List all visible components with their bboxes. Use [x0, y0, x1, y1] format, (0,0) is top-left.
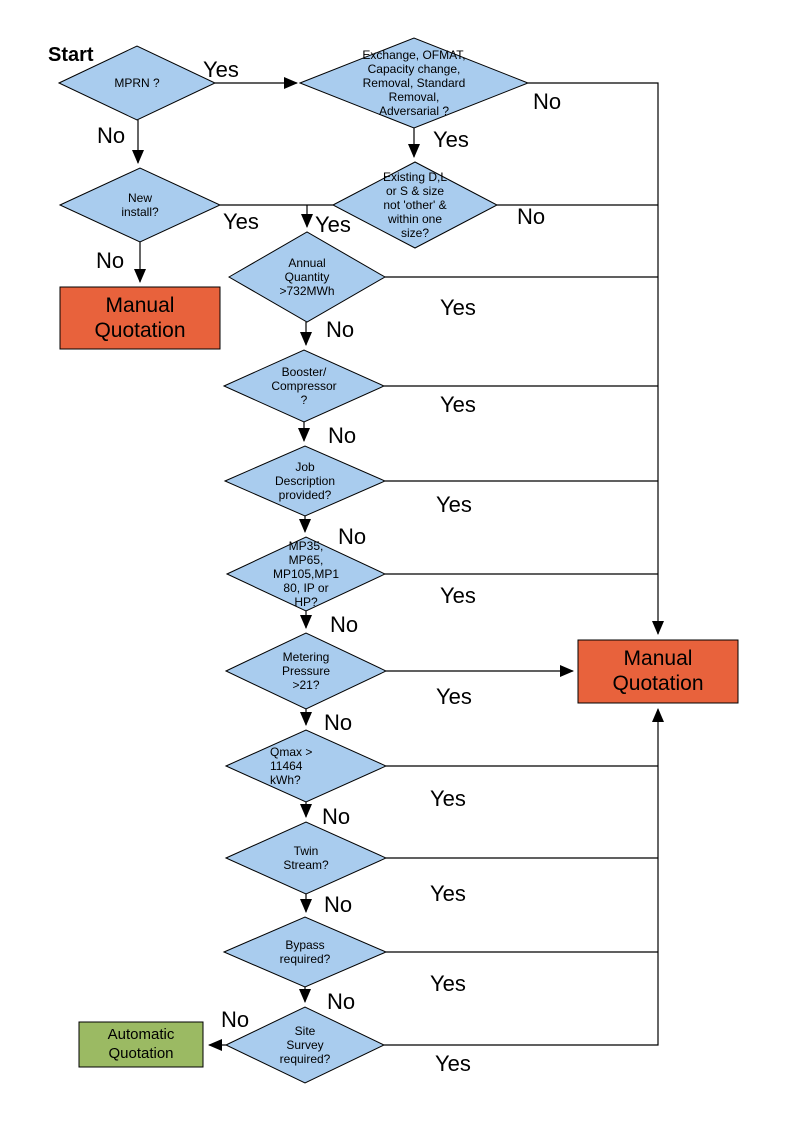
branch-label-metering-no: No — [324, 710, 353, 735]
decision-label-site-survey: Site Survey required? — [279, 1024, 331, 1066]
branch-label-exchange-yes: Yes — [433, 127, 469, 152]
branch-label-newinstall-yes: Yes — [223, 209, 259, 234]
branch-label-mprn-no: No — [97, 123, 126, 148]
decision-existing-size — [331, 161, 499, 249]
branch-label-mp-tier-yes: Yes — [440, 583, 476, 608]
edge-site-yes-trunk-bottom — [384, 708, 664, 1046]
branch-label-booster-yes: Yes — [440, 392, 476, 417]
decision-annual-quantity — [227, 231, 387, 323]
decision-twin-stream — [224, 821, 388, 895]
outcome-manual-quotation-left — [59, 286, 221, 350]
branch-label-twin-yes: Yes — [430, 881, 466, 906]
decision-label-metering-pressure: Metering Pressure >21? — [281, 650, 331, 692]
branch-label-job-no: No — [338, 524, 367, 549]
branch-label-bypass-no: No — [327, 989, 356, 1014]
decision-booster-compressor — [222, 349, 386, 423]
branch-label-bypass-yes: Yes — [430, 971, 466, 996]
decision-label-new-install: New install? — [121, 191, 159, 219]
decision-new-install — [58, 167, 222, 243]
branch-label-twin-no: No — [324, 892, 353, 917]
decision-label-qmax: Qmax > 11464 kWh? — [270, 745, 313, 787]
decision-exchange — [298, 37, 530, 129]
outcome-label-manual-left: Manual Quotation — [94, 294, 186, 342]
decision-label-annual-quantity: Annual Quantity >732MWh — [279, 256, 335, 298]
edge-exchange-no-trunk-top — [528, 82, 664, 635]
start-label: Start — [48, 44, 94, 66]
branch-label-exchange-no: No — [533, 89, 562, 114]
branch-label-annual-yes: Yes — [440, 295, 476, 320]
decision-qmax — [224, 729, 388, 803]
decision-label-mprn: MPRN ? — [114, 76, 160, 90]
decision-label-twin-stream: Twin Stream? — [283, 844, 329, 872]
branch-label-site-yes: Yes — [435, 1051, 471, 1076]
branch-label-qmax-yes: Yes — [430, 786, 466, 811]
decision-pressure-tier — [225, 536, 387, 612]
decision-job-description — [223, 445, 387, 517]
decision-label-booster-compressor: Booster/ Compressor ? — [271, 365, 337, 407]
branch-label-existing-yes: Yes — [315, 212, 351, 237]
branch-label-metering-yes: Yes — [436, 684, 472, 709]
branch-label-qmax-no: No — [322, 804, 351, 829]
outcome-label-manual-right: Manual Quotation — [612, 647, 704, 695]
outcome-manual-quotation-right — [577, 639, 739, 704]
decision-label-job-description: Job Description provided? — [274, 460, 336, 502]
branch-label-newinstall-no: No — [96, 248, 125, 273]
branch-label-job-yes: Yes — [436, 492, 472, 517]
decision-mprn — [57, 45, 217, 121]
decision-label-bypass: Bypass required? — [279, 938, 331, 966]
decision-label-pressure-tier: MP35, MP65, MP105,MP1 80, IP or HP? — [272, 539, 340, 609]
branch-label-booster-no: No — [328, 423, 357, 448]
branch-label-annual-no: No — [326, 317, 355, 342]
branch-label-site-no: No — [221, 1007, 250, 1032]
branch-label-existing-no: No — [517, 204, 546, 229]
decision-bypass — [222, 916, 388, 988]
branch-label-mprn-yes: Yes — [203, 57, 239, 82]
decision-label-exchange: Exchange, OFMAT, Capacity change, Remova… — [362, 48, 466, 118]
decision-label-existing-size: Existing D,L or S & size not 'other' & w… — [382, 170, 448, 240]
decision-site-survey — [224, 1006, 386, 1084]
branch-label-mp-tier-no: No — [330, 612, 359, 637]
decision-metering-pressure — [224, 632, 388, 710]
outcome-automatic-quotation — [78, 1021, 204, 1068]
outcome-label-automatic: Automatic Quotation — [107, 1026, 175, 1062]
